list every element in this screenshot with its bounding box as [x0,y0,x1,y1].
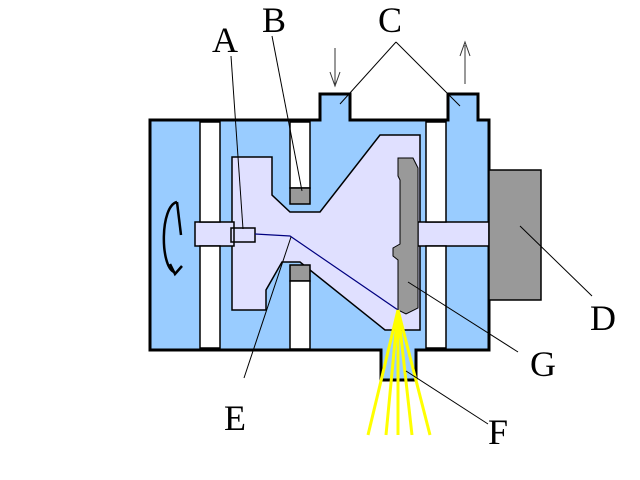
anode-target [392,157,419,315]
arrow-down-icon [329,48,341,88]
rotation-arrow-icon [162,200,183,277]
label-c: C [378,0,402,40]
lower-electrode-block [289,264,311,282]
leader-b [271,35,303,192]
left-slot-top [199,121,221,223]
label-f: F [488,412,508,452]
leader-e [243,236,292,379]
label-g: G [530,344,556,384]
leader-d [519,225,593,297]
lower-electrode-slot [289,280,311,350]
right-slot-bottom [425,245,447,349]
leader-c-right [395,41,461,107]
upper-electrode-block [289,187,311,205]
shaft-right [417,221,490,247]
shaft-left [194,221,235,247]
leader-lines [230,35,593,425]
inner-chamber [231,134,421,331]
leader-f [405,370,489,425]
left-slot-bottom [199,245,221,349]
label-e: E [224,398,246,438]
leader-a [230,55,244,230]
motor-block [488,169,542,301]
arrow-up-icon [459,40,471,84]
right-slot-top [425,121,447,223]
label-b: B [262,0,286,40]
electron-beam-path [254,233,399,311]
leader-g [407,281,519,353]
xray-beams [366,309,432,436]
leader-c-left [339,41,397,105]
label-d: D [590,298,616,338]
label-a: A [212,20,238,60]
